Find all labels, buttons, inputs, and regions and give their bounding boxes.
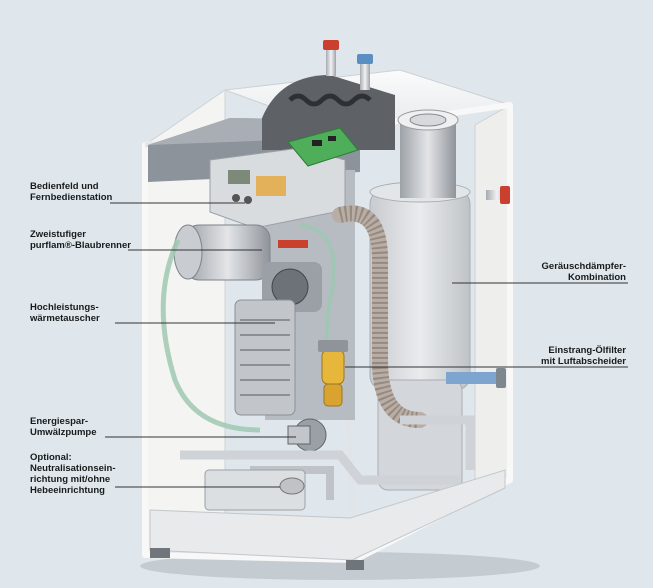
- label-waermetauscher: Hochleistungs- wärmetauscher: [30, 302, 100, 324]
- burner-label: [278, 240, 308, 248]
- label-neutralisation-line3: richtung mit/ohne: [30, 474, 111, 485]
- pipe-top-hot-cap: [323, 40, 339, 50]
- label-daempfer-line1: Geräuschdämpfer-: [541, 261, 626, 272]
- label-neutralisation-line1: Optional:: [30, 452, 72, 463]
- control-display-2: [256, 176, 286, 196]
- label-daempfer: Geräuschdämpfer- Kombination: [542, 261, 626, 283]
- label-oelfilter: Einstrang-Ölfilter mit Luftabscheider: [541, 345, 626, 367]
- neutralisation-box: [204, 469, 306, 511]
- label-bedienfeld: Bedienfeld und Fernbedienstation: [30, 181, 112, 203]
- pipe-side-cold: [446, 372, 506, 384]
- flue-pipe: [400, 118, 456, 198]
- oil-filter-bowl: [323, 383, 343, 407]
- label-oelfilter-line2: mit Luftabscheider: [541, 356, 626, 367]
- neutralisation-outlet: [279, 477, 305, 495]
- exchanger-coil: [288, 93, 372, 107]
- exhaust-hose-ribs: [338, 205, 421, 428]
- label-daempfer-line2: Kombination: [567, 272, 626, 283]
- label-neutralisation-line4: Hebeeinrichtung: [30, 485, 105, 496]
- label-pumpe-line1: Energiespar-: [30, 416, 89, 427]
- control-knob: [232, 194, 240, 202]
- lower-pipe-1: [180, 450, 460, 485]
- base-foot-right: [346, 560, 364, 570]
- control-display: [228, 170, 250, 184]
- label-waermetauscher-line1: Hochleistungs-: [30, 302, 99, 313]
- pump-motor: [287, 425, 311, 445]
- lower-pipe-2: [400, 415, 475, 470]
- flue-pipe-inner: [409, 113, 447, 127]
- burner-front: [173, 224, 203, 280]
- control-knob-2: [244, 196, 252, 204]
- label-brenner-line2: purflam®-Blaubrenner: [30, 240, 131, 251]
- label-waermetauscher-line2: wärmetauscher: [30, 313, 100, 324]
- pipe-side-hot: [486, 190, 508, 200]
- label-brenner: Zweistufiger purflam®-Blaubrenner: [30, 229, 131, 251]
- label-bedienfeld-line2: Fernbedienstation: [30, 192, 113, 203]
- fuel-hose-left: [160, 238, 261, 433]
- pipe-side-hot-cap: [500, 186, 510, 204]
- label-neutralisation: Optional: Neutralisationsein- richtung m…: [30, 452, 116, 496]
- oil-filter: [321, 349, 345, 385]
- circuit-board: [287, 127, 359, 167]
- heat-exchanger-fins: [240, 319, 290, 396]
- board-chip-2: [328, 136, 336, 141]
- oil-filter-head: [318, 340, 348, 352]
- board-chip: [312, 140, 322, 146]
- pipe-top-cold-cap: [357, 54, 373, 64]
- pipe-top-hot: [326, 48, 336, 76]
- label-bedienfeld-line1: Bedienfeld und: [30, 181, 99, 192]
- label-oelfilter-line1: Einstrang-Ölfilter: [548, 345, 626, 356]
- label-neutralisation-line2: Neutralisationsein-: [30, 463, 116, 474]
- label-pumpe-line2: Umwälzpumpe: [30, 427, 97, 438]
- pipe-side-cold-cap: [496, 368, 506, 388]
- heat-exchanger: [234, 299, 296, 416]
- pipe-top-cold: [360, 62, 370, 90]
- casing-right-panel: [474, 104, 511, 501]
- label-pumpe: Energiespar- Umwälzpumpe: [30, 416, 97, 438]
- label-brenner-line1: Zweistufiger: [30, 229, 86, 240]
- base-foot-left: [150, 548, 170, 558]
